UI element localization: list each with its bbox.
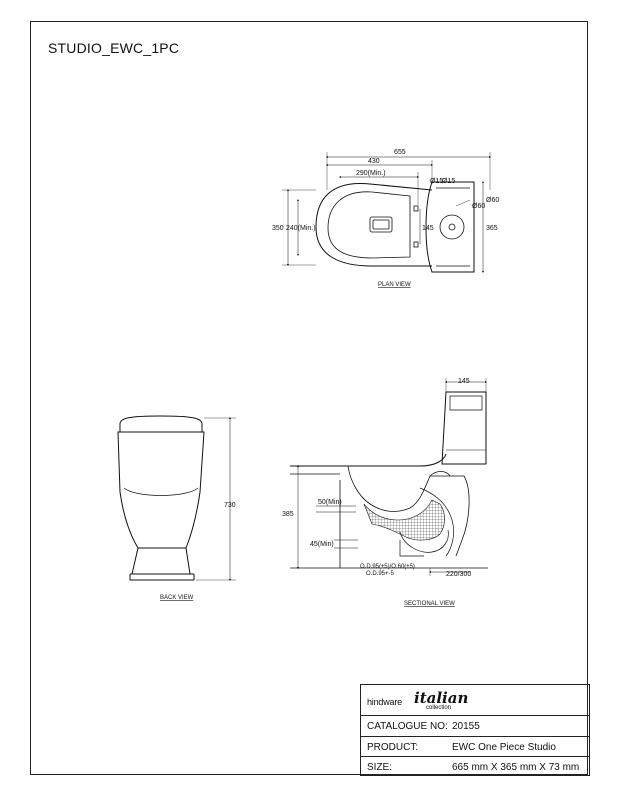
dim-290-min: 290(Min.) <box>356 170 386 177</box>
sectional-view <box>290 378 488 576</box>
dim-240-min: 240(Min.) <box>286 225 316 232</box>
catalogue-label: CATALOGUE NO: <box>367 721 448 732</box>
catalogue-value: 20155 <box>452 721 480 732</box>
drawing-title: STUDIO_EWC_1PC <box>48 40 180 56</box>
dim-730: 730 <box>224 502 236 509</box>
dim-220-300: 220/300 <box>446 571 471 578</box>
dim-d60-b: Ø60 <box>472 203 485 210</box>
plan-view <box>282 152 491 273</box>
brand-hindware: hindware <box>367 697 402 707</box>
dim-sec-145: 145 <box>458 378 470 385</box>
dim-od-2: O.D.95+-5 <box>366 571 395 577</box>
size-row: SIZE: 665 mm X 365 mm X 73 mm <box>361 756 589 777</box>
sectional-view-label: SECTIONAL VIEW <box>404 601 455 607</box>
product-value: EWC One Piece Studio <box>452 742 556 753</box>
plan-view-label: PLAN VIEW <box>378 282 411 288</box>
dim-655: 655 <box>394 149 406 156</box>
dim-50-min: 50(Min) <box>318 499 342 506</box>
dim-45-min: 45(Min) <box>310 541 334 548</box>
dim-350: 350 <box>272 225 284 232</box>
drawing-sheet-border <box>30 21 588 775</box>
brand-italian: italian <box>414 689 469 707</box>
product-label: PRODUCT: <box>367 742 419 753</box>
plan-dimension-labels: 655 430 290(Min.) Ø15 Ø15 Ø60 Ø60 350 24… <box>272 149 499 288</box>
back-view <box>117 415 236 581</box>
dim-430: 430 <box>368 158 380 165</box>
sectional-dimension-labels: 145 385 50(Min) 45(Min) O.D.95(±5)/O.60(… <box>282 378 471 607</box>
dim-385: 385 <box>282 511 294 518</box>
back-view-label: BACK VIEW <box>160 595 194 601</box>
size-value: 665 mm X 365 mm X 73 mm <box>452 762 580 773</box>
brand-collection: collection <box>426 705 452 711</box>
product-row: PRODUCT: EWC One Piece Studio <box>361 736 589 757</box>
title-block: hindware italian collection CATALOGUE NO… <box>360 684 590 776</box>
catalogue-row: CATALOGUE NO: 20155 <box>361 715 589 736</box>
dim-od-1: O.D.95(±5)/O.60(±5) <box>360 564 415 570</box>
back-dimension-labels: 730 BACK VIEW <box>160 502 236 601</box>
dim-d15-b: Ø15 <box>442 178 455 185</box>
dim-d60-a: Ø60 <box>486 197 499 204</box>
size-label: SIZE: <box>367 762 393 773</box>
dim-d15-a: Ø15 <box>430 178 443 185</box>
dim-365: 365 <box>486 225 498 232</box>
dim-145: 145 <box>422 225 434 232</box>
